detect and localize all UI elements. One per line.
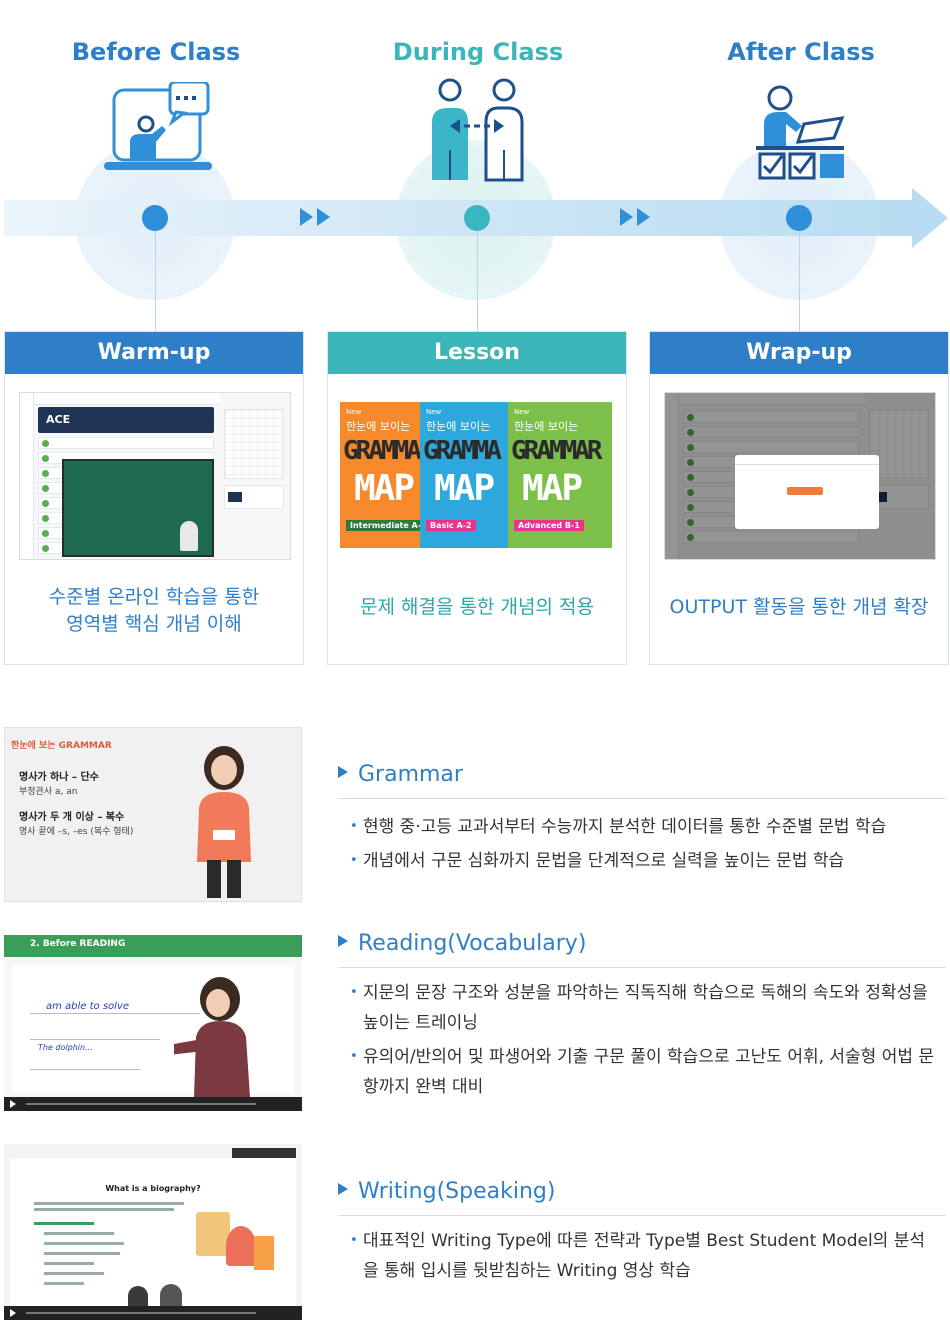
feature-title-grammar: Grammar — [338, 762, 463, 787]
card-description: 문제 해결을 통한 개념의 적용 — [360, 596, 594, 618]
phase-title-after: After Class — [727, 38, 875, 66]
upload-modal — [735, 455, 879, 529]
card-description: 수준별 온라인 학습을 통한 영역별 핵심 개념 이해 — [48, 586, 260, 635]
card-warm-up: Warm-up ACE 수준별 온라인 학습을 통한 영역별 핵심 개념 이해 — [4, 331, 304, 665]
card-description: OUTPUT 활동을 통한 개념 확장 — [669, 596, 929, 618]
timeline-dot-before — [142, 205, 168, 231]
timeline-dot-during — [464, 205, 490, 231]
video-controls[interactable] — [4, 1097, 302, 1111]
video-controls[interactable] — [4, 1306, 302, 1320]
connector-line — [477, 231, 478, 331]
exchange-people-icon — [414, 76, 540, 182]
online-lesson-screenshot: ACE — [19, 392, 291, 560]
divider — [338, 967, 946, 968]
teacher-figure — [197, 746, 251, 898]
book-cover: New 한눈에 보이는 GRAMMAR MAP Advanced B-1 — [508, 402, 612, 548]
output-activity-screenshot — [664, 392, 936, 560]
book-cover: New 한눈에 보이는 GRAMMA MAP Intermediate A- — [340, 402, 432, 548]
next-mission — [224, 485, 284, 509]
card-header: Wrap-up — [650, 332, 948, 374]
double-arrow-icon — [620, 208, 654, 228]
list-item: 지문의 문장 구조와 성분을 파악하는 직독직해 학습으로 독해의 속도와 정확… — [350, 978, 940, 1038]
book-cover: New 한눈에 보이는 GRAMMA MAP Basic A-2 — [420, 402, 512, 548]
list-item: 현행 중·고등 교과서부터 수능까지 분석한 데이터를 통한 수준별 문법 학습 — [350, 812, 940, 842]
feature-bullets: 현행 중·고등 교과서부터 수능까지 분석한 데이터를 통한 수준별 문법 학습… — [350, 812, 940, 880]
online-teacher-icon — [100, 82, 218, 178]
feature-bullets: 대표적인 Writing Type에 따른 전략과 Type별 Best Stu… — [350, 1226, 940, 1290]
triangle-bullet-icon — [338, 935, 348, 947]
timeline-arrowhead — [912, 188, 948, 248]
timeline-dot-after — [786, 205, 812, 231]
list-item: 유의어/반의어 및 파생어와 기출 구문 풀이 학습으로 고난도 어휘, 서술형… — [350, 1042, 940, 1102]
triangle-bullet-icon — [338, 766, 348, 778]
calendar — [224, 409, 284, 479]
card-wrap-up: Wrap-up OUTPUT 활동을 통한 개념 확장 — [649, 331, 949, 665]
timeline-band — [4, 200, 914, 236]
grammar-map-books: New 한눈에 보이는 GRAMMA MAP Intermediate A- N… — [340, 402, 612, 548]
writing-video-thumbnail[interactable]: What is a biography? — [4, 1144, 302, 1320]
checklist-study-icon — [752, 82, 848, 182]
list-item: 대표적인 Writing Type에 따른 전략과 Type별 Best Stu… — [350, 1226, 940, 1286]
triangle-bullet-icon — [338, 1183, 348, 1195]
lecture-video — [62, 459, 214, 557]
ace-logo: ACE — [46, 413, 71, 426]
feature-title-reading: Reading(Vocabulary) — [338, 931, 586, 956]
chapter-header — [232, 1148, 296, 1158]
card-lesson: Lesson New 한눈에 보이는 GRAMMA MAP Intermedia… — [327, 331, 627, 665]
card-header: Warm-up — [5, 332, 303, 374]
phase-title-during: During Class — [392, 38, 564, 66]
connector-line — [799, 231, 800, 331]
grammar-video-thumbnail[interactable]: 한눈에 보는 GRAMMAR 명사가 하나 – 단수 부정관사 a, an 명사… — [4, 727, 302, 902]
reading-video-thumbnail[interactable]: 2. Before READING am able to solve The d… — [4, 935, 302, 1111]
double-arrow-icon — [300, 208, 334, 228]
card-header: Lesson — [328, 332, 626, 374]
feature-title-writing: Writing(Speaking) — [338, 1179, 555, 1204]
feature-bullets: 지문의 문장 구조와 성분을 파악하는 직독직해 학습으로 독해의 속도와 정확… — [350, 978, 940, 1106]
divider — [338, 1215, 946, 1216]
connector-line — [155, 231, 156, 331]
teacher-figure — [174, 977, 250, 1097]
list-item: 개념에서 구문 심화까지 문법을 단계적으로 실력을 높이는 문법 학습 — [350, 846, 940, 876]
phase-title-before: Before Class — [71, 38, 241, 66]
divider — [338, 798, 946, 799]
